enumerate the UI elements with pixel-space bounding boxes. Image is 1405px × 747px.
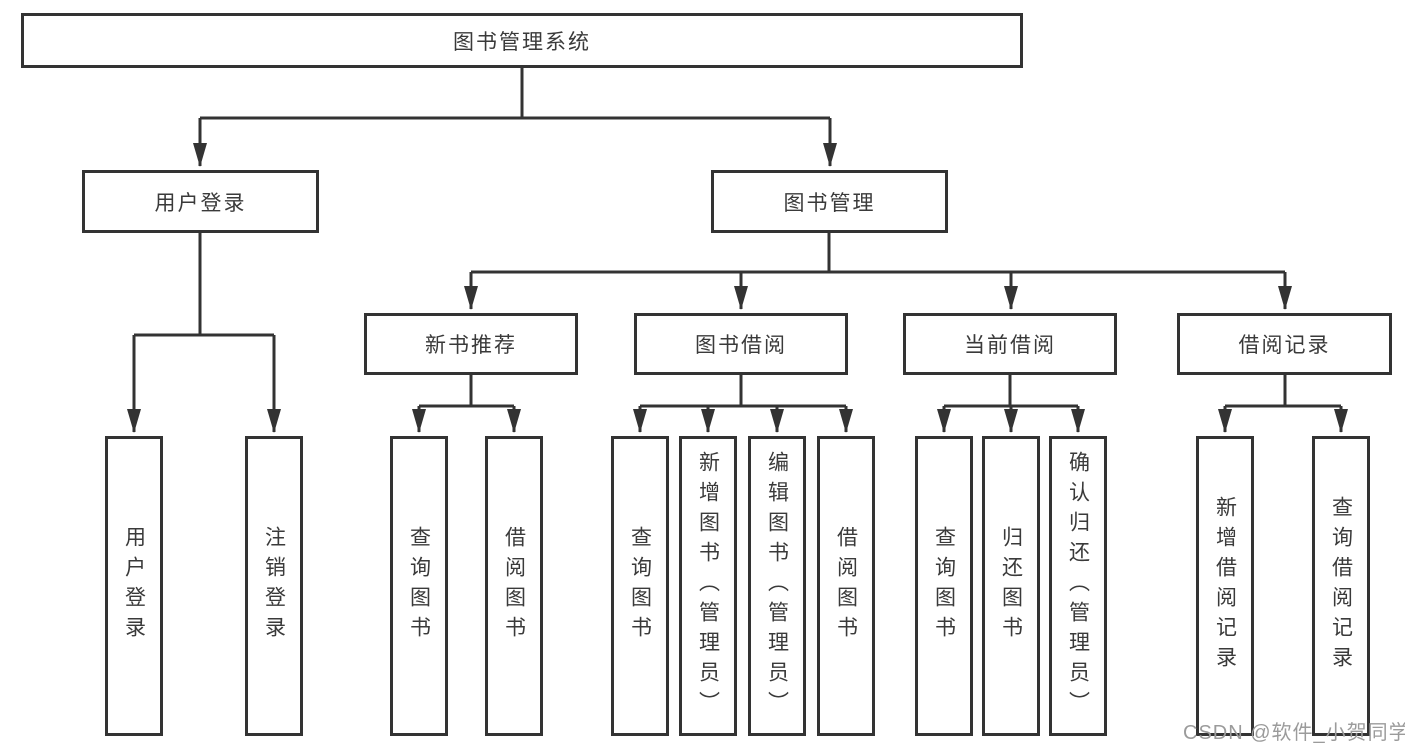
leaf-query-books-borrow: 查询图书 (611, 436, 669, 736)
leaf-add-borrow-record: 新增借阅记录 (1196, 436, 1254, 736)
leaf-edit-book-admin: 编辑图书（管理员） (748, 436, 806, 736)
node-borrow-records: 借阅记录 (1177, 313, 1392, 375)
leaf-add-book-admin: 新增图书（管理员） (679, 436, 737, 736)
connector-borrow-records-children (1218, 375, 1348, 433)
node-book-borrow: 图书借阅 (634, 313, 848, 375)
node-current-borrow: 当前借阅 (903, 313, 1117, 375)
leaf-return-books: 归还图书 (982, 436, 1040, 736)
connector-root-to-level2 (193, 68, 837, 167)
leaf-borrow-books-recommend: 借阅图书 (485, 436, 543, 736)
leaf-logout: 注销登录 (245, 436, 303, 736)
leaf-user-login: 用户登录 (105, 436, 163, 736)
node-system-root: 图书管理系统 (21, 13, 1023, 68)
leaf-query-books-current: 查询图书 (915, 436, 973, 736)
leaf-query-borrow-record: 查询借阅记录 (1312, 436, 1370, 736)
leaf-confirm-return-admin: 确认归还（管理员） (1049, 436, 1107, 736)
connector-book-management-children (464, 233, 1292, 310)
connector-new-book-recommend-children (412, 375, 521, 433)
node-user-login: 用户登录 (82, 170, 319, 233)
watermark-text: CSDN @软件_小贺同学 (1183, 722, 1405, 744)
node-new-book-recommend: 新书推荐 (364, 313, 578, 375)
leaf-query-books-recommend: 查询图书 (390, 436, 448, 736)
leaf-borrow-books: 借阅图书 (817, 436, 875, 736)
connector-current-borrow-children (937, 375, 1085, 433)
node-book-management: 图书管理 (711, 170, 948, 233)
connector-user-login-children (127, 233, 281, 433)
connector-book-borrow-children (633, 375, 853, 433)
